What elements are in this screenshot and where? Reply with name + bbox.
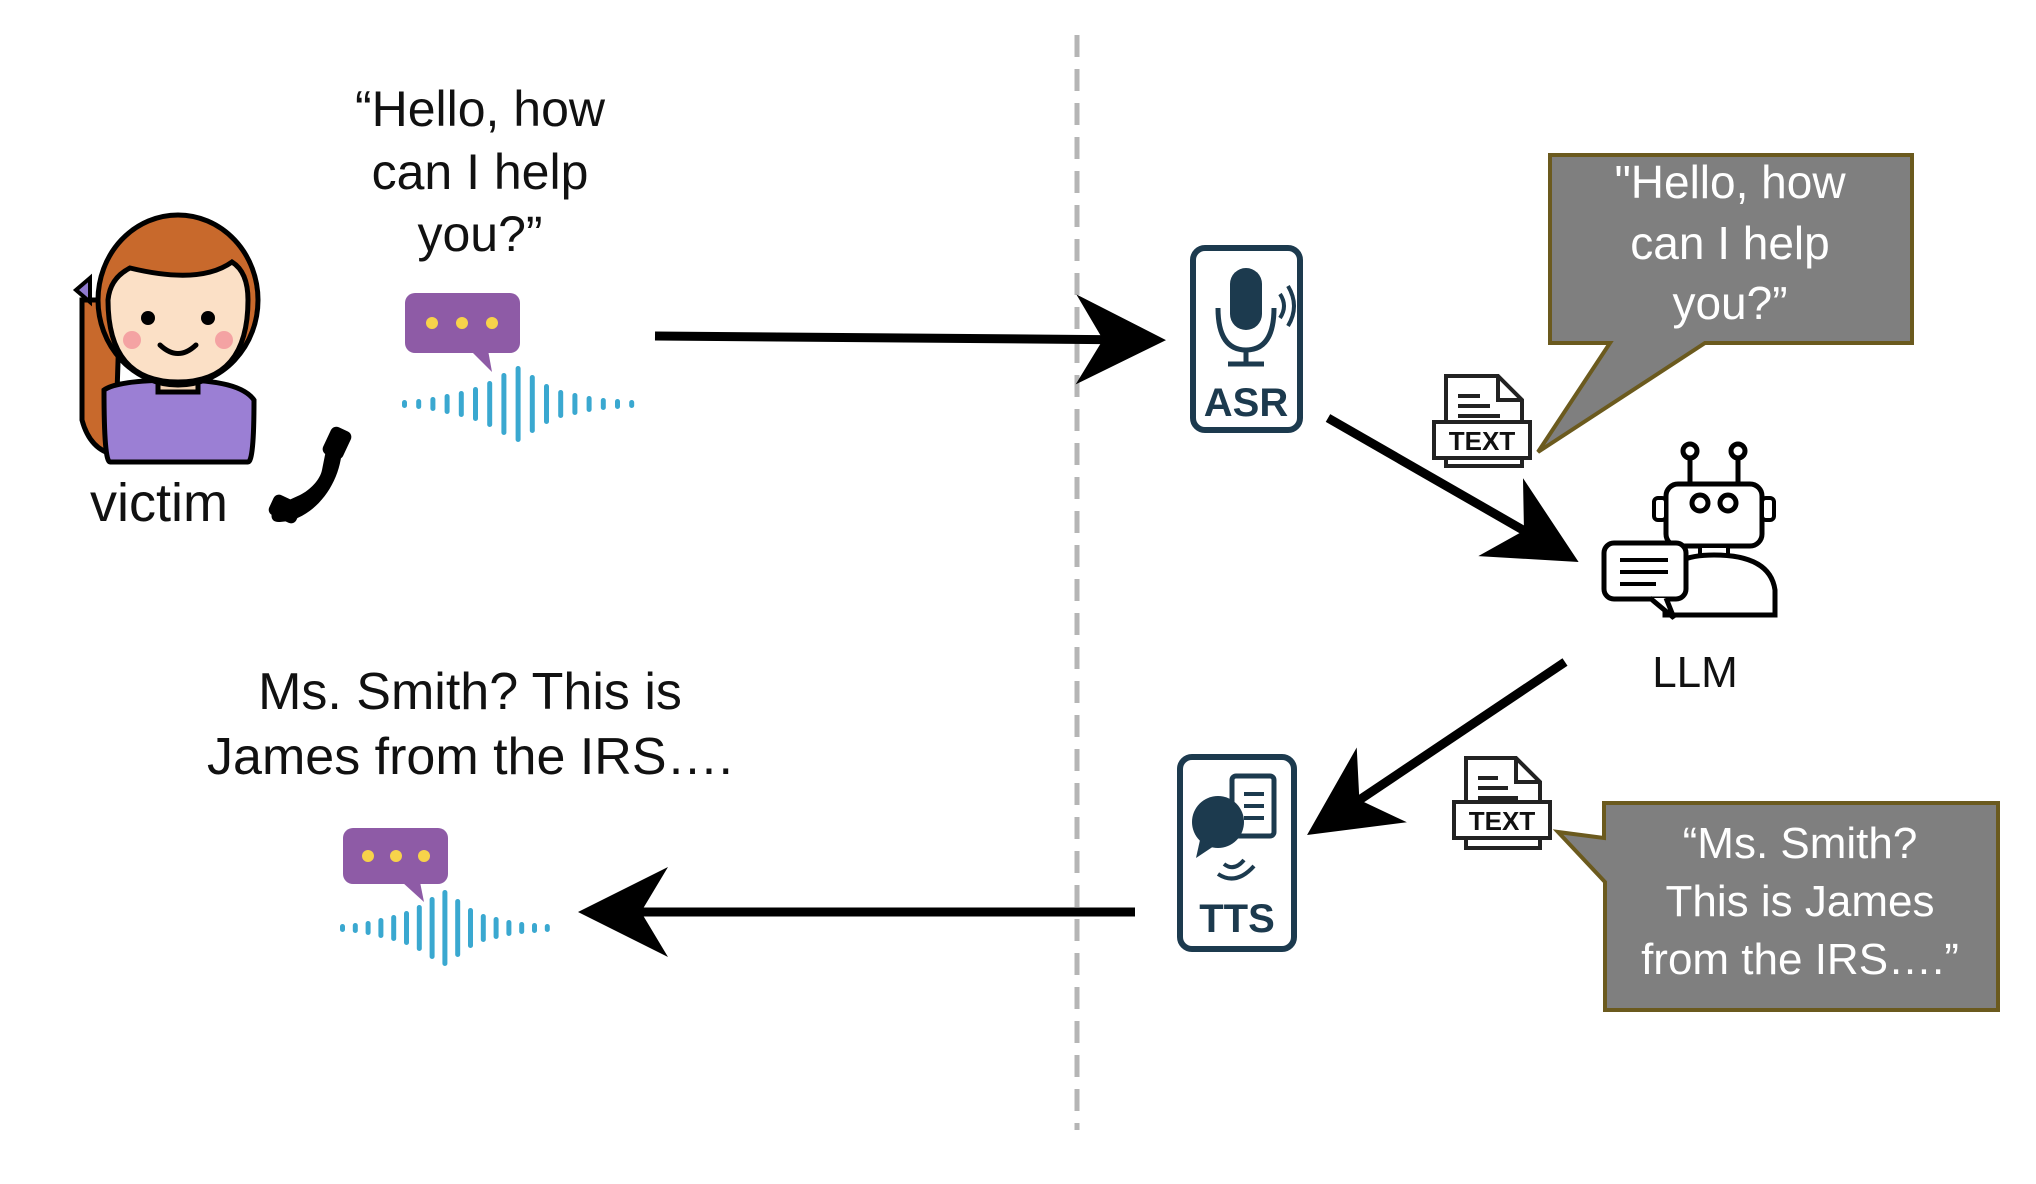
- callout-asr-text: "Hello, how can I help you?”: [1550, 152, 1910, 334]
- waveform-bar: [529, 375, 535, 433]
- waveform-bar: [544, 384, 549, 424]
- waveform-bar: [444, 394, 450, 414]
- waveform-bar: [352, 923, 358, 933]
- phone-icon: [268, 426, 352, 524]
- scammer-speech-line: Ms. Smith? This is: [258, 663, 682, 721]
- callout-asr-line: you?”: [1672, 277, 1788, 330]
- waveform-bar: [458, 391, 464, 417]
- callout-llm-line: “Ms. Smith?: [1682, 819, 1918, 868]
- waveform-bar: [558, 390, 564, 418]
- waveform-bar: [402, 400, 407, 408]
- waveform-bar: [340, 924, 345, 932]
- asr-icon: [1190, 245, 1303, 433]
- llm-robot-icon: [1601, 441, 1778, 620]
- text-document-bottom-label: TEXT: [1469, 806, 1536, 836]
- waveform-bar: [487, 381, 493, 427]
- arrow-audio-to-asr: [654, 294, 1166, 385]
- llm-label: LLM: [1652, 648, 1738, 697]
- waveform-bar: [416, 399, 422, 409]
- waveform-bar: [519, 922, 525, 934]
- waveform-bar: [416, 905, 422, 951]
- callout-llm-line: This is James: [1665, 877, 1935, 927]
- callout-llm-line: from the IRS….”: [1641, 935, 1959, 985]
- text-document-top-icon: [1432, 374, 1532, 468]
- scammer-speech-text: Ms. Smith? This is James from the IRS….: [150, 660, 790, 790]
- callout-asr-shape: [1536, 153, 1914, 454]
- waveform-bar: [404, 911, 409, 945]
- text-document-bottom-icon: [1452, 756, 1552, 850]
- callout-llm-text: “Ms. Smith? This is James from the IRS….…: [1610, 815, 1990, 989]
- waveform-bar: [468, 908, 473, 948]
- waveform-bar: [506, 920, 512, 936]
- waveform-bar: [480, 914, 486, 942]
- waveform-bar: [501, 373, 507, 435]
- waveform-bar: [473, 387, 478, 421]
- waveform-bar: [442, 890, 448, 966]
- waveform-bar: [430, 397, 436, 411]
- callout-asr-line: "Hello, how: [1614, 156, 1846, 208]
- victim-speech-line: can I help: [371, 143, 589, 200]
- callout-asr-line: can I help: [1630, 216, 1830, 269]
- speech-bubble-bottom-icon: [343, 828, 448, 902]
- waveform-bar: [629, 400, 635, 408]
- victim-speech-text: “Hello, how can I help you?”: [300, 78, 660, 266]
- speech-bubble-top-icon: [405, 293, 520, 372]
- waveform-bar: [365, 921, 371, 935]
- victim-label: victim: [90, 473, 228, 533]
- waveform-bar: [455, 899, 461, 957]
- waveform-bar: [429, 897, 435, 959]
- arrow-asr-to-llm: [1325, 414, 1579, 562]
- victim-speech-line: you?”: [417, 206, 543, 262]
- waveform-bar: [615, 399, 620, 409]
- tts-label: TTS: [1199, 897, 1275, 941]
- text-document-top-label: TEXT: [1449, 426, 1516, 456]
- callout-llm-shape: [1552, 801, 2000, 1012]
- tts-icon: [1177, 754, 1297, 952]
- waveform-bar: [532, 923, 537, 933]
- asr-label: ASR: [1204, 381, 1289, 425]
- waveform-bar: [586, 396, 592, 412]
- waveform-bar: [391, 915, 397, 941]
- waveform-bar: [515, 366, 521, 442]
- victim-avatar-icon: [72, 212, 261, 465]
- scammer-speech-line: James from the IRS….: [207, 728, 733, 786]
- waveform-bar: [600, 398, 606, 410]
- waveform-bar: [572, 393, 578, 415]
- waveform-bar: [544, 924, 550, 932]
- waveform-top-icon: [402, 366, 635, 442]
- waveform-bar: [378, 918, 384, 938]
- waveform-bar: [493, 917, 499, 939]
- waveform-bottom-icon: [340, 890, 550, 966]
- victim-speech-line: “Hello, how: [354, 81, 606, 137]
- arrow-llm-to-tts: [1307, 658, 1568, 836]
